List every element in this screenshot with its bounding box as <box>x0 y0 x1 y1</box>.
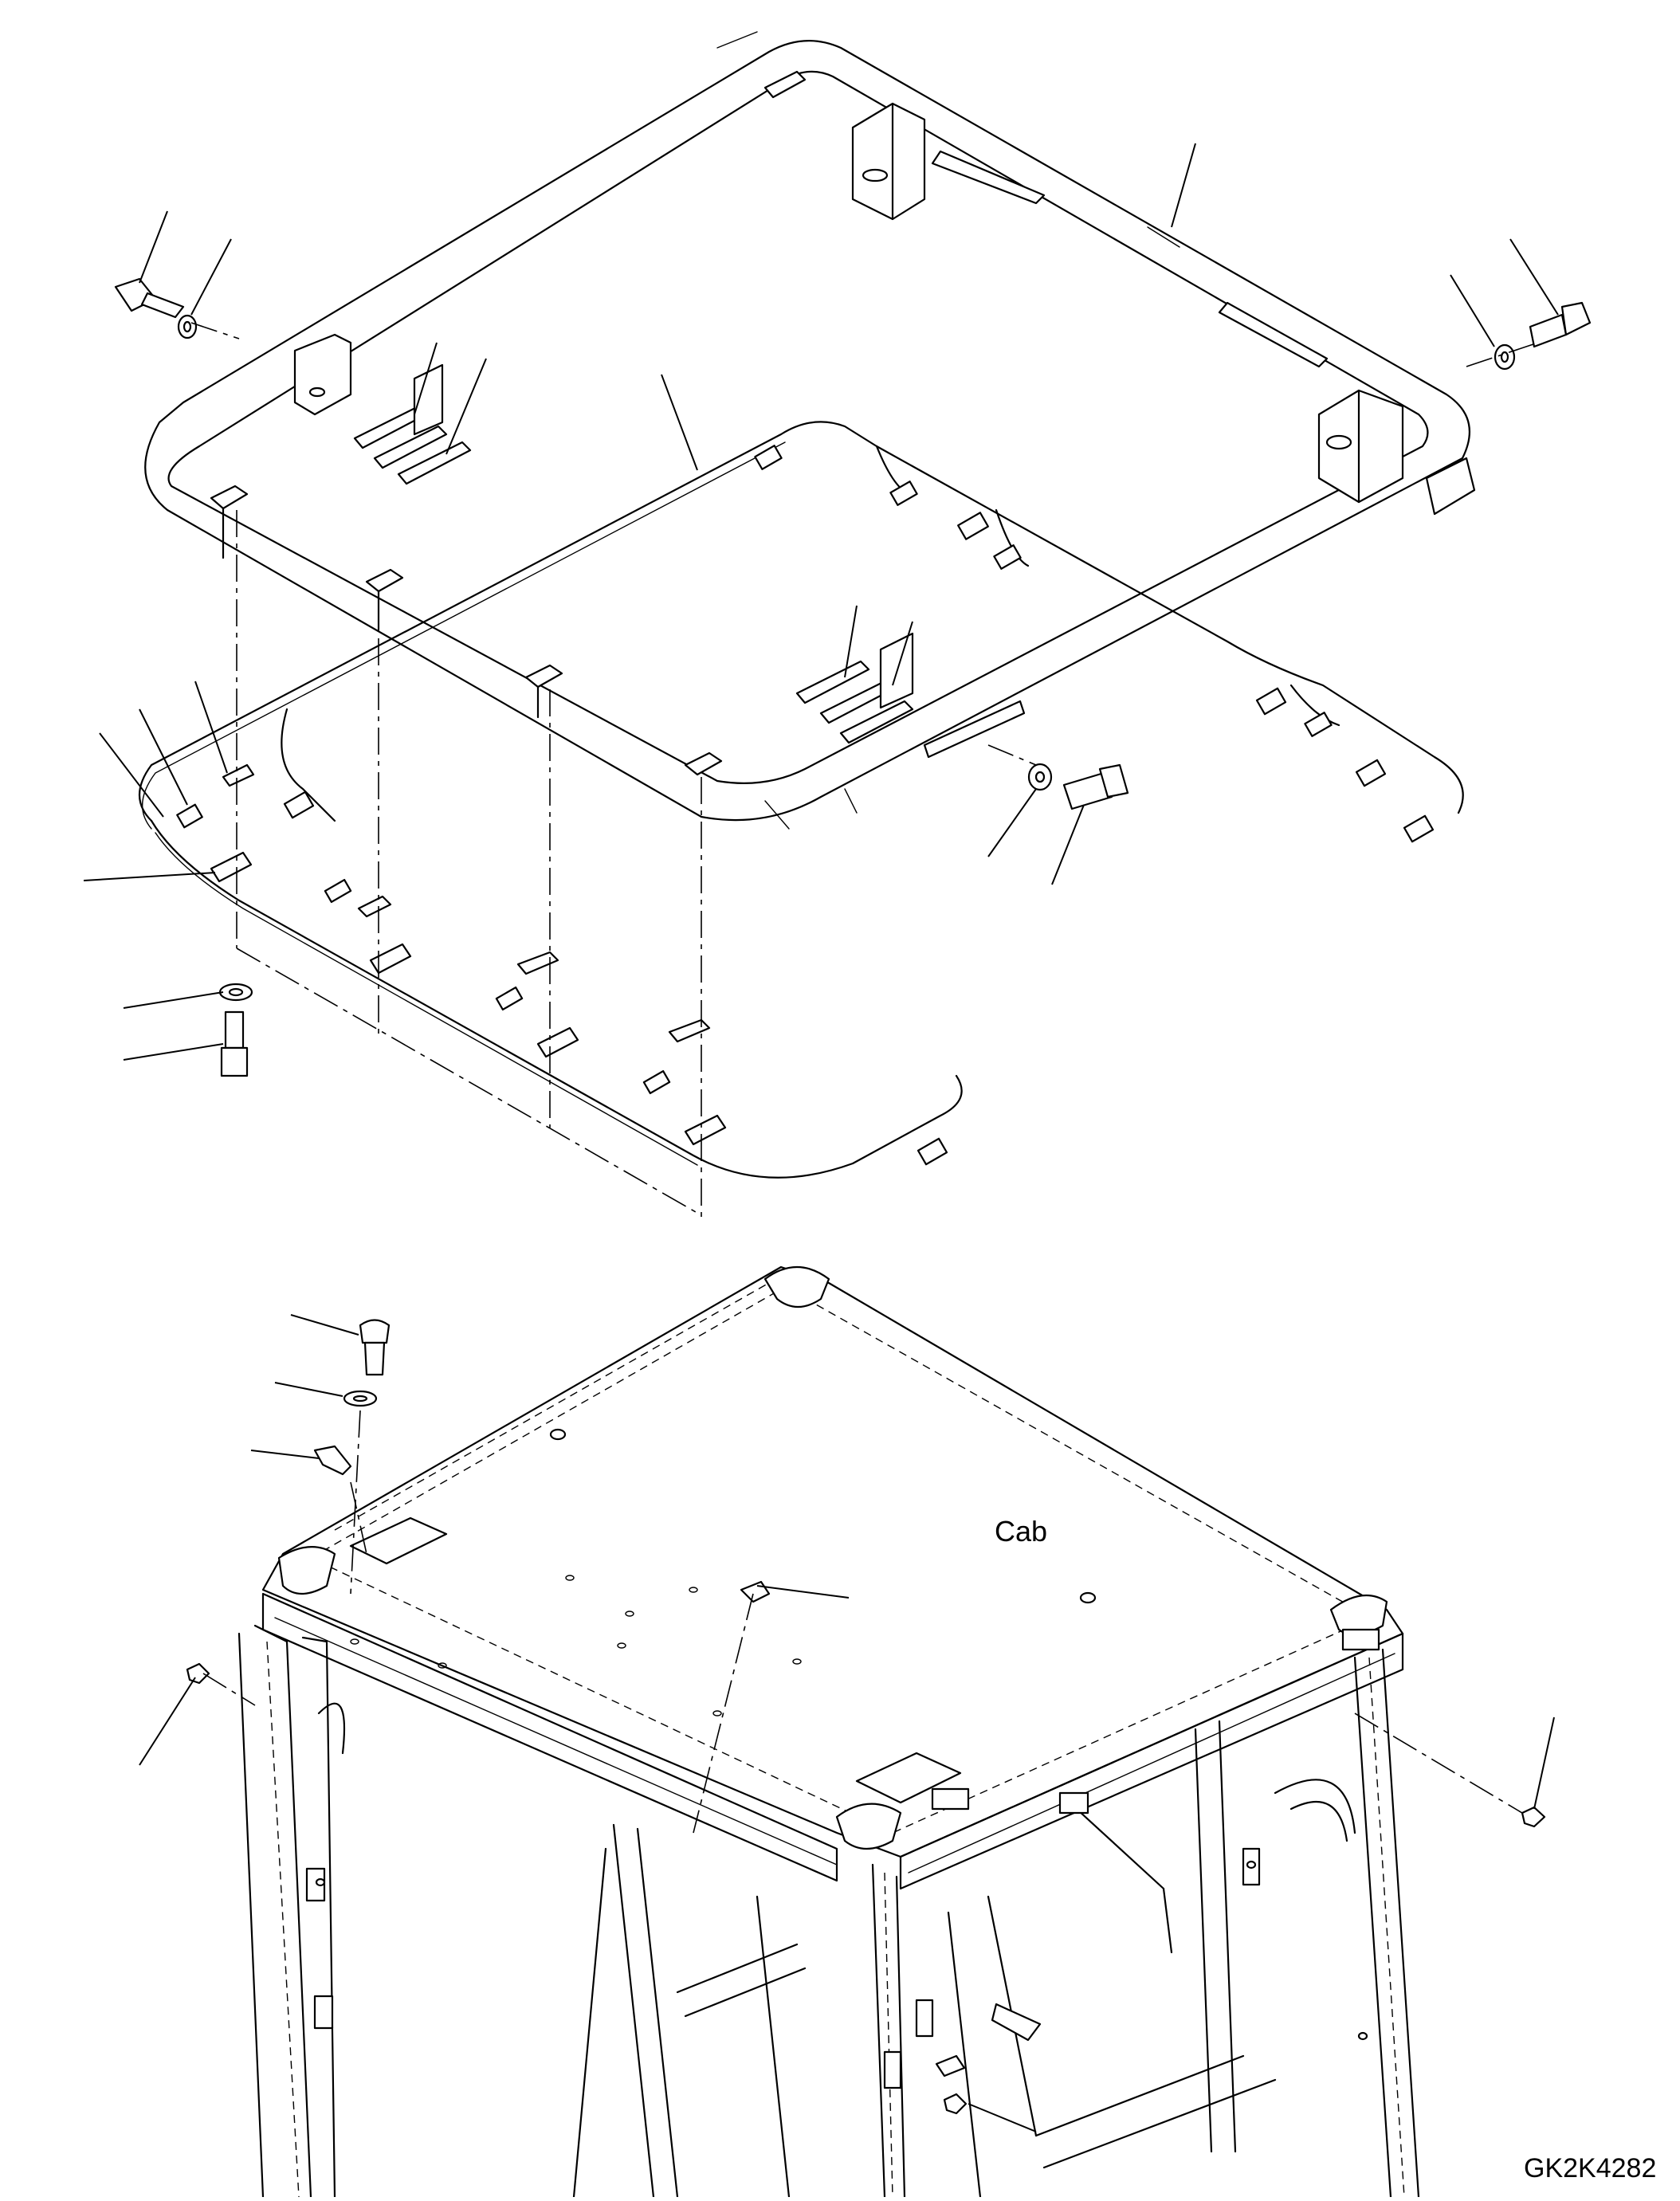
rivet-cab-right <box>1521 1806 1546 1828</box>
projection-lines-lower <box>202 1410 1523 1834</box>
cab-pillars <box>237 1624 1420 2199</box>
bolt-frame-right <box>1062 763 1129 810</box>
cab-label: Cab <box>995 1515 1047 1548</box>
figure-code: GK2K4282 <box>1524 2153 1656 2183</box>
projection-lines-upper <box>190 322 1539 1219</box>
harness-connectors <box>176 445 1435 1166</box>
cab-roof <box>261 1265 1404 1858</box>
frame-mount-bracket-rear-right <box>1317 389 1404 504</box>
bolt-harness-left <box>220 1010 249 1077</box>
bolt-cab-left <box>359 1319 391 1376</box>
rivet-cab-left <box>186 1662 210 1685</box>
callout-leaders <box>83 143 1559 2132</box>
roof-tube-frame <box>144 31 1471 830</box>
washer-upper-left <box>177 314 198 339</box>
wiring-harness <box>138 421 1464 1179</box>
clip-plates-upper-left <box>353 363 472 485</box>
washer-harness-left <box>218 983 253 1002</box>
frame-plate-tabs <box>763 70 1476 759</box>
washer-frame-right <box>1027 763 1053 791</box>
frame-lower-tabs <box>210 485 723 776</box>
bolt-upper-left <box>114 277 185 319</box>
rivet-cab-lower <box>943 2093 968 2115</box>
bolt-upper-right <box>1529 301 1592 348</box>
clip-plates-center <box>795 632 914 744</box>
cab-upper-rails <box>261 1592 1404 1890</box>
harness-clamps <box>210 763 727 1146</box>
cab-details <box>305 1628 1380 2089</box>
frame-mount-bracket-front-left <box>293 333 352 416</box>
washer-upper-right <box>1494 343 1516 371</box>
frame-mount-bracket-rear-left <box>851 102 926 221</box>
washer-cab-left <box>343 1390 378 1407</box>
clamp-cab-left <box>313 1445 352 1476</box>
